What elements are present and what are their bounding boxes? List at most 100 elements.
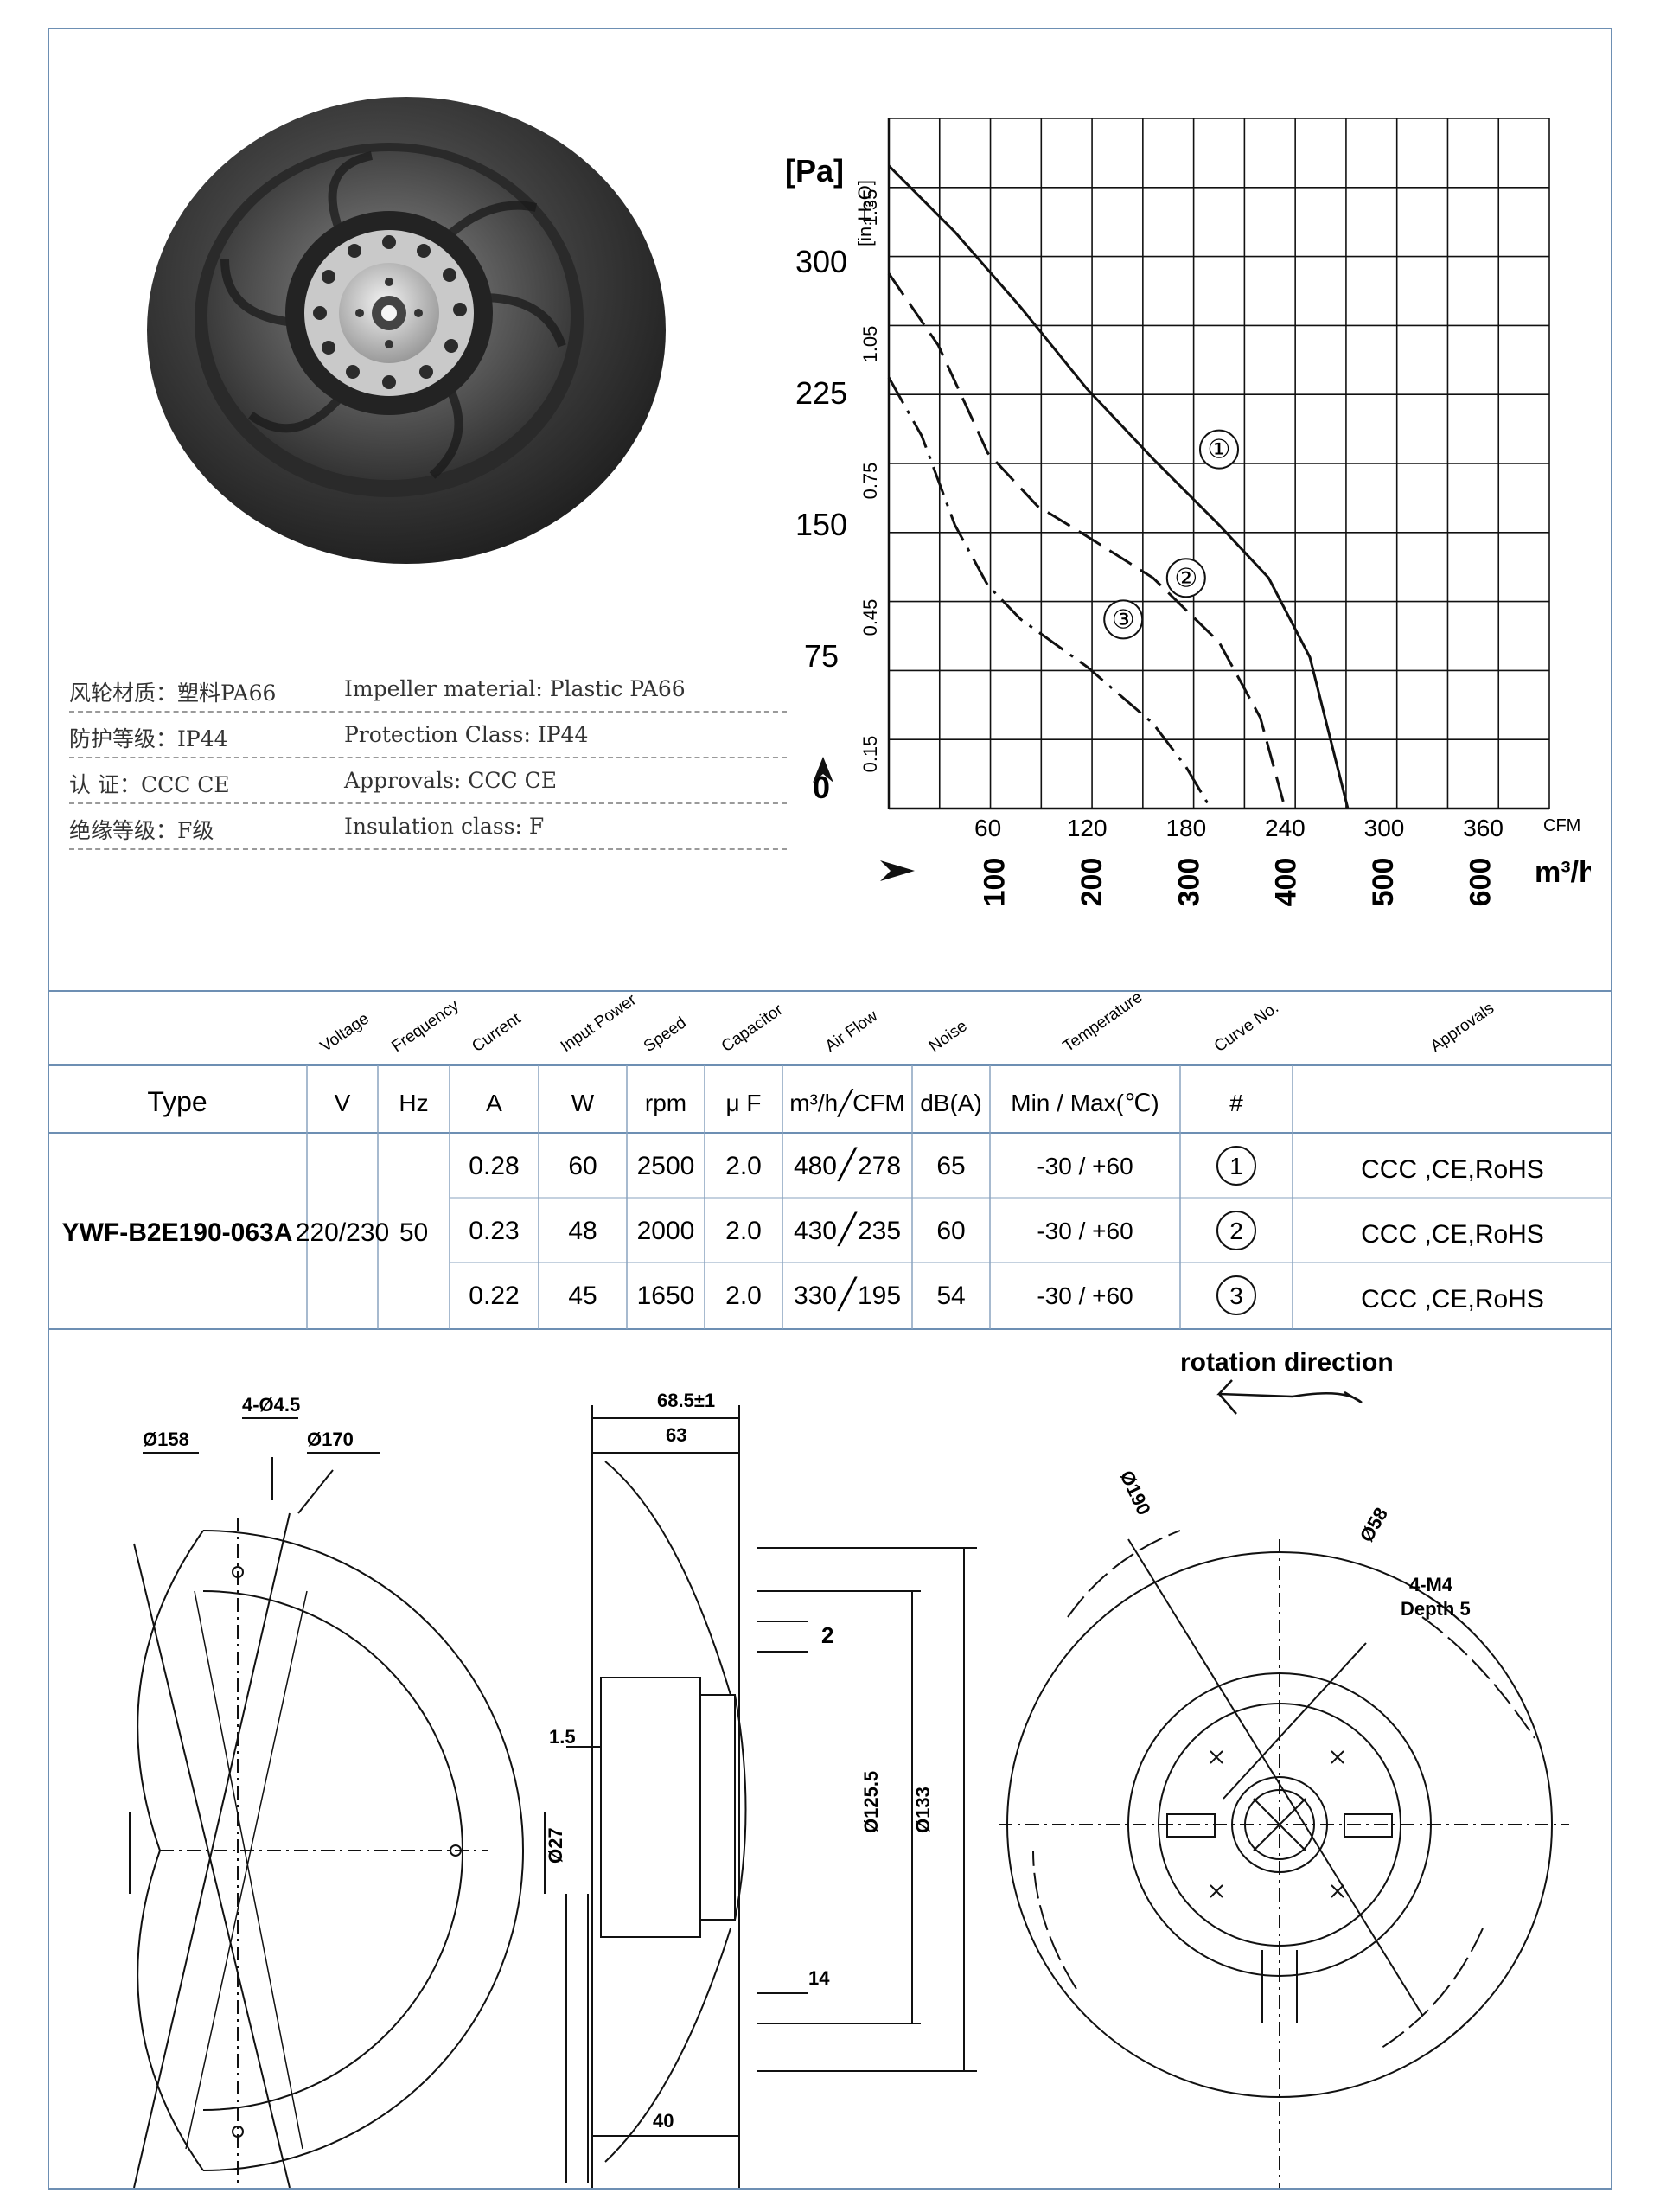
dim-depth: Depth 5 [1401,1598,1471,1620]
column-header: Frequency [388,996,463,1056]
noise-value: 54 [936,1282,965,1310]
spec-en: Protection Class: IP44 [344,722,589,747]
flow-m3h: 430 [794,1217,837,1245]
x-tick-cfm: 300 [1364,815,1405,841]
table-cell: 1650 [637,1282,695,1310]
table-cell: 2.0 [725,1217,762,1245]
unit-label: rpm [645,1090,686,1116]
series-label: ① [1208,436,1231,464]
unit-label: Hz [399,1090,428,1116]
x-unit-m3h: m³/h [1535,856,1591,889]
chart-axis-labels: ①②③[Pa][in.H₂O]3002251507501.351.050.750… [785,153,1591,906]
x-tick-m3h: 200 [1076,858,1108,907]
chart-series-lines [887,164,1350,809]
y-tick-inh2o: 0.15 [859,736,881,773]
flow-separator: ╱ [837,1276,858,1312]
dim-mount-holes: 4-Ø4.5 [242,1394,300,1416]
table-cell: 0.28 [469,1152,519,1180]
front-view [999,1530,1569,2188]
dim-15: 1.5 [549,1726,576,1748]
x-tick-m3h: 500 [1367,858,1400,907]
dim-d158: Ø158 [143,1429,189,1450]
dim-685: 68.5±1 [657,1390,715,1411]
column-header: Voltage [317,1010,373,1057]
temp-value: -30 / +60 [1037,1153,1133,1180]
temp-value: -30 / +60 [1037,1218,1133,1244]
dim-63: 63 [666,1424,686,1446]
curve-number: 2 [1229,1218,1243,1244]
flow-cfm: 235 [858,1217,901,1245]
dim-d58: Ø58 [1356,1504,1392,1546]
rotation-arrow-icon [1216,1379,1363,1415]
x-axis-arrow-icon [880,860,915,881]
flow-cfm: 278 [858,1152,901,1180]
dim-d1255: Ø125.5 [860,1771,882,1833]
y-unit-pa: [Pa] [785,153,844,189]
spec-zh: 认 证：CCC CE [69,772,230,797]
table-cell: 2.0 [725,1152,762,1180]
approvals-value: CCC ,CE,RoHS [1361,1155,1544,1184]
curve-series-1 [887,164,1350,809]
fan-product-photo [147,97,666,564]
dim-40: 40 [653,2110,674,2132]
column-header: Input Power [558,990,641,1056]
x-tick-m3h: 300 [1172,858,1205,907]
unit-label: A [486,1090,502,1116]
table-cell: 2500 [637,1152,695,1180]
x-tick-cfm: 240 [1265,815,1306,841]
table-cell: 45 [568,1282,597,1310]
type-label: Type [147,1086,207,1117]
x-tick-cfm: 120 [1067,815,1108,841]
side-section-view [544,1405,977,2188]
curve-badge [1216,1146,1256,1186]
datasheet-frame [48,28,1612,2190]
dim-2: 2 [821,1622,833,1648]
unit-label: m³/h╱CFM [789,1089,905,1117]
table-cell: 0.22 [469,1282,519,1310]
voltage-value: 220/230 [296,1218,389,1247]
approvals-value: CCC ,CE,RoHS [1361,1285,1544,1314]
dimension-drawings: Ø158 4-Ø4.5 Ø170 68.5±1 63 2 1.5 Ø27 Ø12… [129,1348,1569,2188]
y-tick-inh2o: 0.75 [859,463,881,500]
unit-label: Min / Max(℃) [1011,1090,1159,1116]
x-unit-cfm: CFM [1543,816,1580,835]
table-cell: 60 [568,1152,597,1180]
y-tick-pa: 300 [795,244,847,279]
unit-label: W [571,1090,595,1116]
column-header: Speed [641,1013,690,1056]
unit-label: # [1229,1090,1243,1116]
performance-curve-chart: ①②③[Pa][in.H₂O]3002251507501.351.050.750… [785,118,1591,906]
dim-d190: Ø190 [1115,1467,1154,1518]
curve-series-3 [887,376,1212,809]
column-header: Temperature [1060,990,1146,1056]
table-cell: 48 [568,1217,597,1245]
curve-number: 3 [1229,1282,1243,1309]
flow-m3h: 330 [794,1282,837,1310]
column-header: Air Flow [822,1007,881,1056]
dim-m4: 4-M4 [1409,1574,1453,1595]
column-header: Noise [926,1017,971,1056]
dim-d133: Ø133 [912,1787,934,1833]
screw-hole-marks [1210,1750,1344,1898]
x-tick-m3h: 100 [978,858,1011,907]
approvals-value: CCC ,CE,RoHS [1361,1220,1544,1249]
dim-d27: Ø27 [545,1827,566,1864]
spec-row-material: 风轮材质：塑料PA66 Impeller material: Plastic P… [69,666,787,713]
spec-row-protection: 防护等级：IP44 Protection Class: IP44 [69,712,787,758]
y-tick-inh2o: 1.05 [859,326,881,363]
table-cell: 2000 [637,1217,695,1245]
curve-number: 1 [1229,1153,1243,1180]
series-label: ③ [1112,605,1135,634]
unit-label: V [335,1090,351,1116]
column-header: Current [469,1009,525,1056]
flow-cfm: 195 [858,1282,901,1310]
curve-marker [1165,558,1206,598]
x-tick-m3h: 600 [1465,858,1497,907]
column-header: Curve No. [1211,999,1282,1056]
table-cell: 0.23 [469,1217,519,1245]
spec-en: Impeller material: Plastic PA66 [344,676,686,701]
y-unit-inh2o: [in.H₂O] [854,180,876,246]
column-header: Approvals [1427,999,1497,1056]
